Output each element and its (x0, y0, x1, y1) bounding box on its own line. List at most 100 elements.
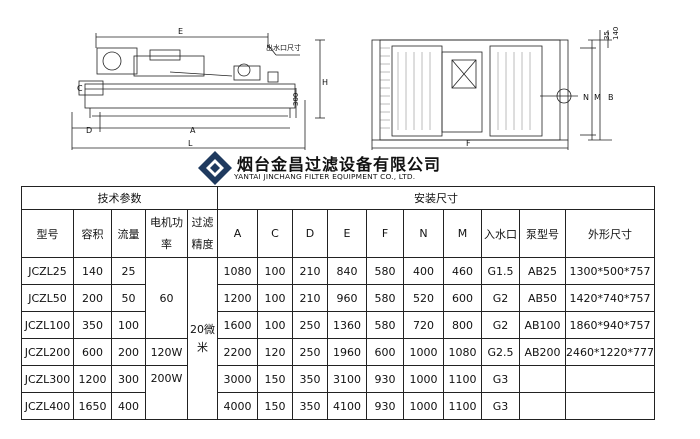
label-B: B (608, 93, 614, 102)
cell-N: 1000 (403, 392, 444, 420)
cell-outer: 2460*1220*777 (565, 338, 655, 366)
header-inlet: 入水口 (481, 209, 520, 258)
cell-outer (565, 365, 655, 393)
label-C: C (77, 84, 83, 93)
header-motor-power: 电机功率 (145, 209, 188, 258)
label-300: 300 (292, 93, 300, 106)
cell-pump (519, 392, 566, 420)
header-flow: 流量 (111, 209, 146, 258)
cell-N: 720 (403, 311, 444, 339)
table-row: JCZL25 140 25 60 20微米 1080 100 210 840 5… (21, 257, 655, 420)
cell-E: 4100 (327, 392, 367, 420)
cell-M: 460 (443, 257, 482, 285)
cell-model: JCZL100 (21, 311, 74, 339)
header-filter-precision: 过滤精度 (187, 209, 218, 258)
cell-N: 1000 (403, 338, 444, 366)
cell-pump: AB200 (519, 338, 566, 366)
header-E: E (327, 209, 367, 258)
cell-inlet: G3 (481, 365, 520, 393)
cell-model: JCZL300 (21, 365, 74, 393)
cell-D: 210 (292, 284, 328, 312)
company-name-cn: 烟台金昌过滤设备有限公司 (237, 155, 442, 174)
cell-D: 350 (292, 392, 328, 420)
cell-inlet: G3 (481, 392, 520, 420)
company-name-en: YANTAI JINCHANG FILTER EQUIPMENT CO., LT… (234, 172, 416, 181)
label-140: 140 (612, 27, 620, 40)
cell-D: 350 (292, 365, 328, 393)
table-row: JCZL50 200 50 1200 100 210 960 580 520 6… (21, 284, 655, 312)
cell-F: 930 (366, 392, 404, 420)
cell-flow: 200 (111, 338, 146, 366)
cell-flow: 100 (111, 311, 146, 339)
header-pump: 泵型号 (519, 209, 566, 258)
cell-E: 3100 (327, 365, 367, 393)
cell-flow: 300 (111, 365, 146, 393)
header-C: C (257, 209, 293, 258)
cell-outer (565, 392, 655, 420)
cell-E: 960 (327, 284, 367, 312)
cell-A: 1200 (217, 284, 258, 312)
label-N: N (583, 93, 589, 102)
cell-F: 600 (366, 338, 404, 366)
cell-power-merged-200w: 200W (145, 365, 188, 420)
table-row: JCZL300 1200 300 200W 3000 150 350 3100 … (21, 365, 655, 420)
cell-M: 1080 (443, 338, 482, 366)
company-logo (196, 150, 234, 186)
cell-inlet: G1.5 (481, 257, 520, 285)
label-35: 35 (603, 31, 611, 40)
label-L: L (188, 139, 193, 148)
cell-N: 520 (403, 284, 444, 312)
cell-pump: AB25 (519, 257, 566, 285)
cell-model: JCZL200 (21, 338, 74, 366)
cell-M: 1100 (443, 365, 482, 393)
label-M: M (594, 93, 601, 102)
cell-inlet: G2 (481, 284, 520, 312)
cell-pump: AB100 (519, 311, 566, 339)
group-tech-params: 技术参数 (21, 186, 218, 210)
cell-C: 150 (257, 365, 293, 393)
table-row: JCZL400 1650 400 4000 150 350 4100 930 1… (21, 392, 655, 420)
header-D: D (292, 209, 328, 258)
table-row: JCZL100 350 100 1600 100 250 1360 580 72… (21, 311, 655, 339)
cell-M: 800 (443, 311, 482, 339)
group-header-row: 技术参数 安装尺寸 (21, 186, 655, 210)
cell-flow: 50 (111, 284, 146, 312)
company-header: 烟台金昌过滤设备有限公司 YANTAI JINCHANG FILTER EQUI… (0, 150, 700, 186)
cell-outer: 1420*740*757 (565, 284, 655, 312)
header-outer-size: 外形尺寸 (565, 209, 655, 258)
cell-F: 580 (366, 284, 404, 312)
header-model: 型号 (21, 209, 74, 258)
header-A: A (217, 209, 258, 258)
label-D: D (86, 126, 92, 135)
cell-power: 120W (145, 338, 188, 366)
cell-A: 1080 (217, 257, 258, 285)
cell-D: 210 (292, 257, 328, 285)
technical-drawings: E 出水口尺寸 C H 300 D A L 35 140 N M B F (0, 0, 700, 150)
cell-A: 3000 (217, 365, 258, 393)
cell-flow: 400 (111, 392, 146, 420)
cell-E: 1960 (327, 338, 367, 366)
cell-outer: 1300*500*757 (565, 257, 655, 285)
group-install-dims: 安装尺寸 (217, 186, 655, 210)
cell-flow: 25 (111, 257, 146, 285)
cell-D: 250 (292, 338, 328, 366)
label-outlet: 出水口尺寸 (266, 43, 301, 52)
cell-C: 120 (257, 338, 293, 366)
label-E: E (178, 27, 183, 36)
cell-pump: AB50 (519, 284, 566, 312)
spec-table: 技术参数 安装尺寸 型号 容积 流量 电机功率 过滤精度 A C D E F N… (21, 186, 655, 420)
label-F: F (466, 139, 471, 148)
cell-N: 400 (403, 257, 444, 285)
column-header-row: 型号 容积 流量 电机功率 过滤精度 A C D E F N M 入水口 泵型号… (21, 209, 655, 258)
cell-volume: 1200 (73, 365, 112, 393)
cell-volume: 350 (73, 311, 112, 339)
cell-volume: 140 (73, 257, 112, 285)
cell-model: JCZL25 (21, 257, 74, 285)
table-row: JCZL200 600 200 120W 2200 120 250 1960 6… (21, 338, 655, 366)
header-F: F (366, 209, 404, 258)
label-A: A (190, 126, 196, 135)
drawing-canvas: E 出水口尺寸 C H 300 D A L 35 140 N M B F (71, 27, 620, 150)
cell-A: 4000 (217, 392, 258, 420)
cell-D: 250 (292, 311, 328, 339)
cell-C: 100 (257, 284, 293, 312)
